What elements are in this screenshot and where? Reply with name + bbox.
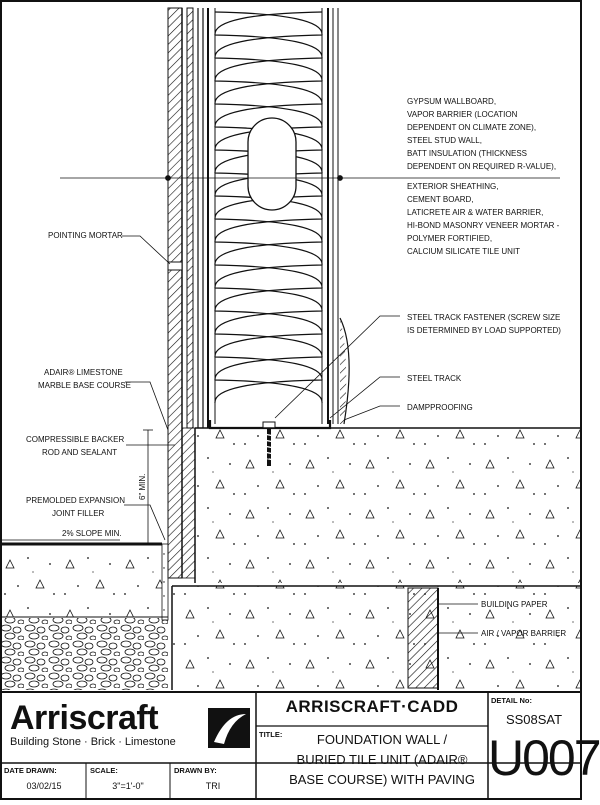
brand-tagline: Building Stone · Brick · Limestone	[10, 736, 176, 748]
expansion-joint-callout-1: PREMOLDED EXPANSION	[26, 496, 125, 505]
slope-callout: 2% SLOPE MIN.	[62, 529, 122, 538]
wall-layer-line: STEEL STUD WALL,	[407, 136, 482, 145]
foundation-wall	[181, 427, 580, 583]
date-label: DATE DRAWN:	[4, 766, 57, 775]
drawn-by-value: TRI	[205, 781, 221, 791]
brand-wordmark: Arriscraft Building Stone · Brick · Lime…	[10, 700, 206, 749]
brand-name: Arriscraft	[10, 699, 159, 737]
title-line: FOUNDATION WALL /	[316, 732, 448, 747]
fastener-callout-1: STEEL TRACK FASTENER (SCREW SIZE	[407, 313, 560, 322]
wall-layer-line: HI-BOND MASONRY VENEER MORTAR -	[407, 221, 560, 230]
paving-section	[2, 542, 169, 690]
drawn-by-label: DRAWN BY:	[174, 766, 217, 775]
title-line: BASE COURSE) WITH PAVING	[289, 772, 475, 787]
title-label: TITLE:	[259, 730, 283, 739]
base-course-callout-2: MARBLE BASE COURSE	[38, 381, 131, 390]
cadd-title: ARRISCRAFT·CADD	[285, 697, 459, 716]
date-value: 03/02/15	[26, 781, 62, 791]
section-drawing: GYPSUM WALLBOARD, VAPOR BARRIER (LOCATIO…	[0, 0, 582, 800]
leader-lines	[2, 175, 560, 634]
scale-value: 3"=1'-0"	[112, 781, 144, 791]
stone-veneer	[167, 7, 183, 579]
pointing-mortar-callout: POINTING MORTAR	[48, 231, 123, 240]
sheet-border	[0, 0, 582, 800]
detail-label: DETAIL No:	[491, 696, 532, 705]
stud-and-gypsum	[327, 8, 339, 424]
detail-number: U007	[488, 730, 600, 786]
wall-layer-line: VAPOR BARRIER (LOCATION	[407, 110, 518, 119]
wall-layer-line: EXTERIOR SHEATHING,	[407, 182, 498, 191]
air-vapor-barrier-callout: AIR / VAPOR BARRIER	[481, 629, 566, 638]
wall-layer-line: CALCIUM SILICATE TILE UNIT	[407, 247, 520, 256]
dimension-label: 6" MIN.	[138, 474, 147, 500]
dampproofing-band	[339, 317, 350, 425]
building-paper-callout: BUILDING PAPER	[481, 600, 548, 609]
detail-code: SS08SAT	[505, 712, 563, 727]
backer-rod-callout-1: COMPRESSIBLE BACKER	[26, 435, 124, 444]
wall-layer-line: POLYMER FORTIFIED,	[407, 234, 492, 243]
backer-rod-callout-2: ROD AND SEALANT	[42, 448, 117, 457]
footing	[171, 585, 580, 690]
wall-layer-line: CEMENT BOARD,	[407, 195, 474, 204]
base-course-callout-1: ADAIR® LIMESTONE	[44, 368, 123, 377]
wall-layer-line: GYPSUM WALLBOARD,	[407, 97, 496, 106]
wall-layer-line: BATT INSULATION (THICKNESS	[407, 149, 527, 158]
fastener-callout-2: IS DETERMINED BY LOAD SUPPORTED)	[407, 326, 561, 335]
arriscraft-logo-mark	[208, 708, 250, 748]
wall-layer-callouts: GYPSUM WALLBOARD, VAPOR BARRIER (LOCATIO…	[407, 97, 560, 256]
stud-knockout	[247, 117, 297, 211]
batt-insulation	[214, 8, 323, 424]
steel-track-callout: STEEL TRACK	[407, 374, 462, 383]
scale-label: SCALE:	[90, 766, 118, 775]
drawing-title: FOUNDATION WALL / BURIED TILE UNIT (ADAI…	[276, 730, 488, 790]
dampproofing-callout: DAMPPROOFING	[407, 403, 473, 412]
expansion-joint-callout-2: JOINT FILLER	[52, 509, 105, 518]
title-block-grid	[2, 691, 580, 798]
wall-layer-line: DEPENDENT ON CLIMATE ZONE),	[407, 123, 536, 132]
wall-layer-line: DEPENDENT ON REQUIRED R-VALUE),	[407, 162, 556, 171]
wall-layer-line: LATICRETE AIR & WATER BARRIER,	[407, 208, 543, 217]
title-line: BURIED TILE UNIT (ADAIR®	[296, 752, 468, 767]
sheathing-layers	[186, 7, 209, 429]
